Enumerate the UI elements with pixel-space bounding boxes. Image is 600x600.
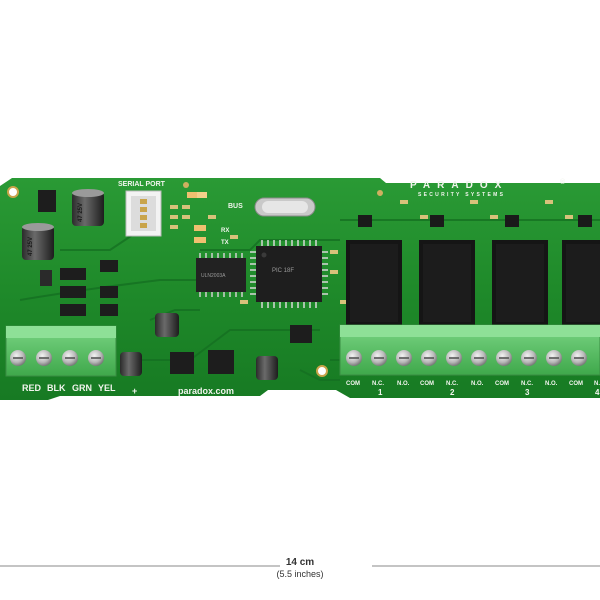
wire-label-yel: YEL — [98, 383, 116, 393]
relay-4-nc: N.C. — [594, 381, 600, 387]
relay-1-nc: N.C. — [372, 381, 384, 387]
tx-label: TX — [221, 240, 229, 246]
relay-1-com: COM — [346, 381, 360, 387]
wire-label-blk: BLK — [47, 383, 66, 393]
relay-3-com: COM — [495, 381, 509, 387]
driver-chip — [196, 253, 246, 297]
wire-label-red: RED — [22, 383, 42, 393]
relays — [346, 240, 600, 326]
power-terminal-block — [5, 325, 117, 377]
rx-label: RX — [221, 228, 229, 234]
relay-1-no: N.O. — [397, 381, 410, 387]
driver-chip-marking: ULN2003A — [201, 273, 226, 279]
relay-number-1: 1 — [378, 388, 383, 397]
plus-label: + — [132, 386, 137, 396]
crystal-oscillator — [254, 197, 316, 217]
website-label: paradox.com — [178, 386, 234, 396]
capacitor-marking: 47 25V — [78, 203, 84, 222]
smd-components — [170, 200, 573, 304]
relay-2-com: COM — [420, 381, 434, 387]
microcontroller-marking: PIC 18F — [272, 268, 294, 274]
serial-port-header — [125, 190, 162, 237]
relay-4-com: COM — [569, 381, 583, 387]
relay-2-no: N.O. — [471, 381, 484, 387]
small-ic-components — [38, 190, 312, 374]
relay-2-nc: N.C. — [446, 381, 458, 387]
dimension-imperial: (5.5 inches) — [276, 569, 324, 579]
relay-3-no: N.O. — [545, 381, 558, 387]
relay-3-nc: N.C. — [521, 381, 533, 387]
brand-registered-mark: ® — [560, 178, 566, 186]
microcontroller-chip — [250, 240, 328, 308]
wire-label-grn: GRN — [72, 383, 92, 393]
bus-label: BUS — [228, 203, 243, 210]
relay-terminal-strip — [339, 324, 600, 376]
relay-driver-transistors — [358, 215, 592, 227]
dimension-metric: 14 cm — [285, 557, 315, 568]
relay-number-labels: 1 2 3 4 — [378, 388, 600, 397]
relay-terminal-labels: COM N.C. N.O. COM N.C. N.O. COM N.C. N.O… — [346, 381, 600, 387]
relay-number-4: 4 — [595, 388, 600, 397]
relay-number-2: 2 — [450, 388, 455, 397]
status-leds — [187, 192, 207, 243]
serial-port-label: SERIAL PORT — [118, 181, 166, 188]
capacitor-marking-2: 47 25V — [28, 237, 34, 256]
brand-subtitle: SECURITY SYSTEMS — [418, 192, 505, 198]
relay-number-3: 3 — [525, 388, 530, 397]
brand-logo-text: PARADOX — [410, 180, 508, 191]
electrolytic-capacitors — [22, 189, 278, 380]
